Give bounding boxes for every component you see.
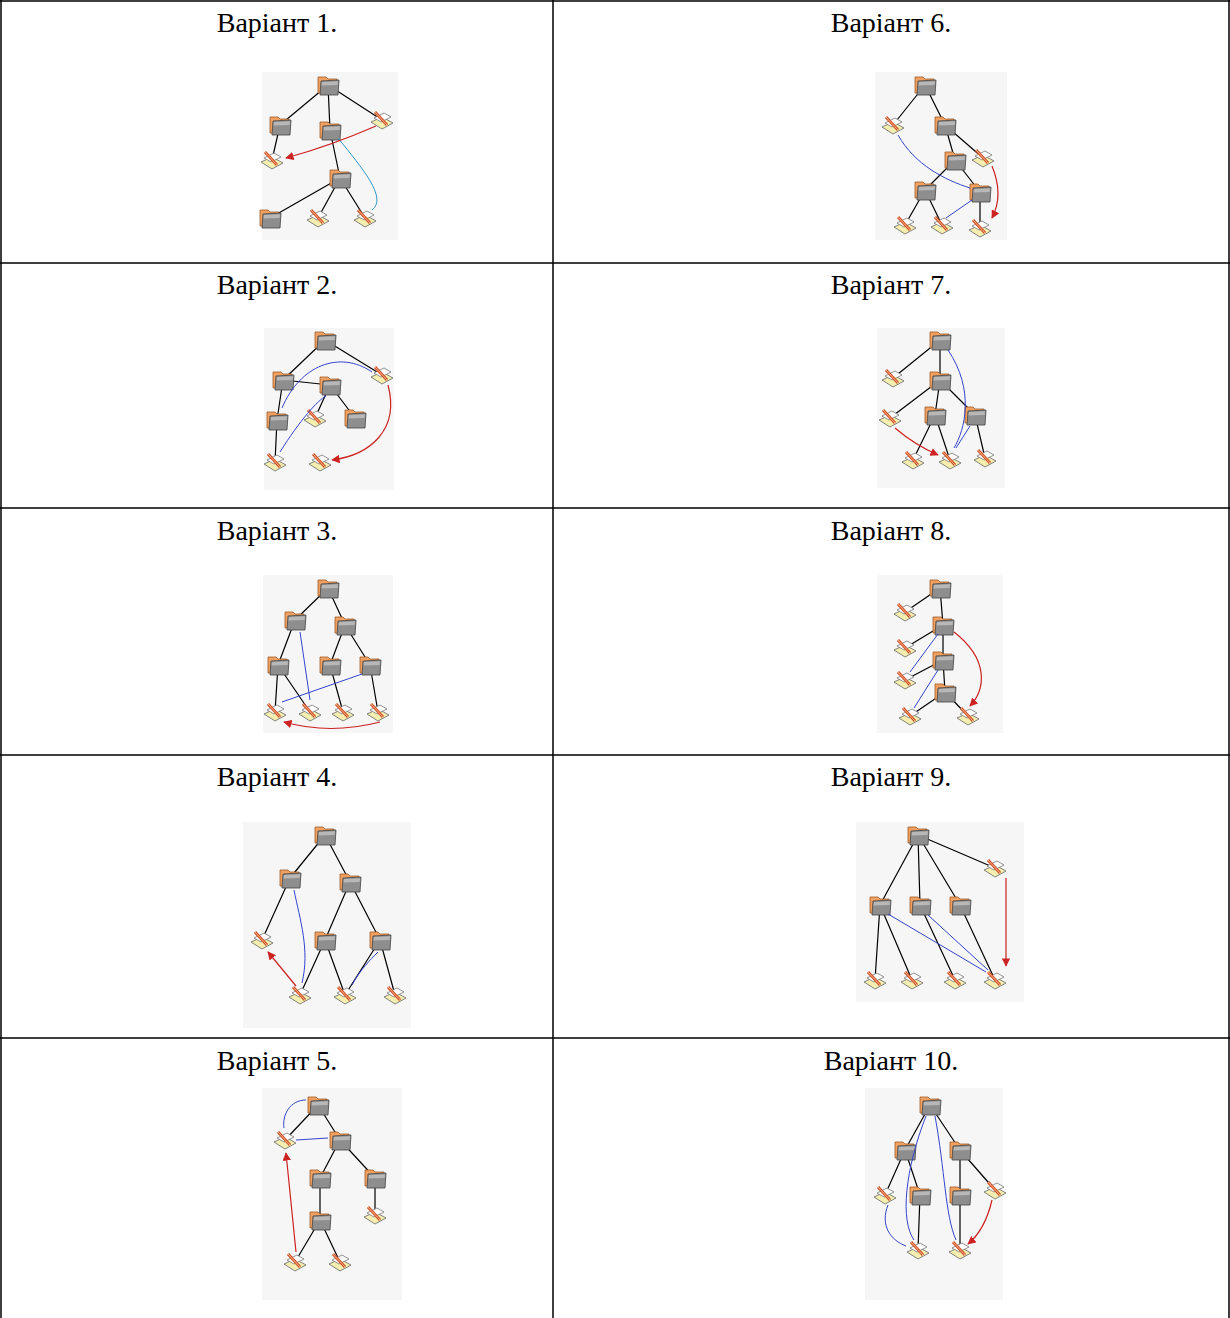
variant-title: Варіант 3. <box>1 514 553 548</box>
variant-title: Варіант 9. <box>553 760 1229 794</box>
variant-title: Варіант 10. <box>553 1044 1229 1078</box>
variant-title: Варіант 5. <box>1 1044 553 1078</box>
variant-title: Варіант 8. <box>553 514 1229 548</box>
variant-title: Варіант 1. <box>1 6 553 40</box>
variant-title: Варіант 7. <box>553 268 1229 302</box>
variant-title: Варіант 6. <box>553 6 1229 40</box>
variant-title: Варіант 2. <box>1 268 553 302</box>
variant-title: Варіант 4. <box>1 760 553 794</box>
